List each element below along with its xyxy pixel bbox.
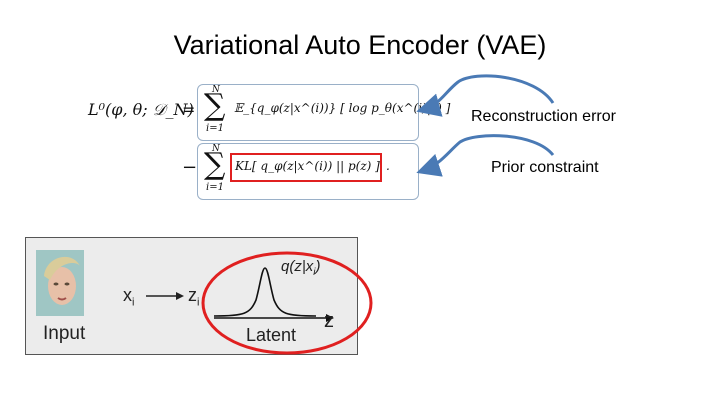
xi-text: x <box>123 285 132 305</box>
zi-label: zi <box>188 285 199 309</box>
sum-top-1: N <box>212 85 220 95</box>
equation-equals: = <box>182 100 196 119</box>
reconstruction-error-label: Reconstruction error <box>471 108 616 125</box>
kl-period: . <box>386 159 390 173</box>
q-text: q(z|x <box>281 258 314 275</box>
xi-subscript: i <box>132 296 135 309</box>
zi-subscript: i <box>197 296 200 309</box>
sum-symbol-1: ∑ <box>204 88 226 123</box>
equation-lhs: L⁰(φ, θ; 𝒟_N) <box>88 100 194 119</box>
kl-highlight-box <box>230 153 382 182</box>
slide-title: Variational Auto Encoder (VAE) <box>173 30 547 60</box>
reconstruction-expression: 𝔼_{q_φ(z|x^(i))} [ log p_θ(x^(i)|z) ] <box>234 101 451 115</box>
vae-diagram-panel: Input xi zi Latent z q(z|xi) <box>25 237 358 355</box>
equation-minus: − <box>182 157 198 178</box>
q-close: ) <box>315 258 321 275</box>
sum-symbol-2: ∑ <box>204 147 226 182</box>
sum-top-2: N <box>212 144 220 154</box>
xi-to-zi-arrow <box>146 292 184 300</box>
reconstruction-term-box: N ∑ i=1 𝔼_{q_φ(z|x^(i))} [ log p_θ(x^(i)… <box>197 84 450 141</box>
zi-text: z <box>188 285 197 305</box>
q-label: q(z|xi) <box>281 258 320 278</box>
sum-bottom-2: i=1 <box>206 182 224 193</box>
input-label: Input <box>43 323 86 344</box>
xi-label: xi <box>123 285 134 309</box>
input-face-image <box>36 250 84 316</box>
latent-label: Latent <box>246 325 297 345</box>
z-axis-label: z <box>324 310 334 332</box>
sum-bottom-1: i=1 <box>206 123 224 134</box>
kl-expression: KL[ q_φ(z|x^(i)) || p(z) ] <box>235 159 380 173</box>
prior-term-box: N ∑ i=1 KL[ q_φ(z|x^(i)) || p(z) ] . <box>197 143 419 200</box>
prior-constraint-label: Prior constraint <box>491 159 599 176</box>
